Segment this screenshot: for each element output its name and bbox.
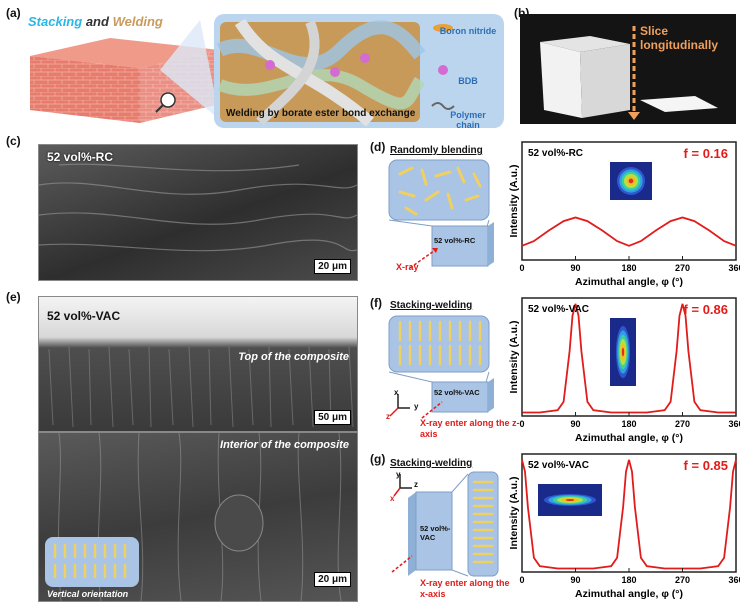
legend-polymer-chain: Polymer chain	[450, 110, 486, 130]
scalebar-e-top: 50 μm	[314, 410, 351, 425]
f-axis-y: y	[414, 402, 419, 411]
f-block-label: 52 vol%-VAC	[434, 388, 480, 397]
legend-bdb: BDB	[458, 76, 478, 86]
title-stacking: Stacking	[28, 14, 83, 29]
x-tick-label: 360	[728, 575, 740, 585]
y-axis-label: Intensity (A.u.)	[508, 477, 520, 550]
panel-f-label: (f)	[370, 296, 382, 310]
orientation-factor-label: f = 0.86	[684, 302, 728, 317]
panel-g-label: (g)	[370, 452, 386, 466]
slice-label: Slice longitudinally	[640, 24, 718, 52]
chart-d: 0 90 180 270 360Azimuthal angle, φ (°) Intens…	[508, 141, 740, 288]
x-tick-label: 360	[728, 263, 740, 273]
stacking-z-schematic	[388, 315, 494, 419]
block-front	[30, 56, 140, 123]
sem-image-vac-top: 52 vol%-VAC Top of the composite 50 μm	[38, 296, 358, 432]
plot-frame	[521, 141, 737, 261]
panel-e-label: (e)	[6, 290, 21, 304]
title-and: and	[85, 14, 109, 29]
x-tick-label: 90	[570, 419, 580, 429]
x-tick-label: 270	[675, 419, 690, 429]
f-axis-x: x	[394, 388, 399, 397]
f-axis-z: z	[386, 412, 390, 421]
x-tick-label: 270	[675, 575, 690, 585]
orientation-factor-label: f = 0.85	[684, 458, 728, 473]
g-axis-z: z	[414, 480, 418, 489]
scalebar-c: 20 μm	[314, 259, 351, 274]
photo-sliced-block	[520, 14, 736, 124]
y-axis-label: Intensity (A.u.)	[508, 321, 520, 394]
boron-nitride-icon	[433, 24, 453, 32]
saxs-inset-d	[610, 162, 652, 200]
panel-f-caption: Stacking-welding	[390, 300, 473, 311]
x-tick-label: 180	[621, 419, 636, 429]
stacking-x-schematic	[391, 471, 499, 577]
intensity-curve	[521, 216, 737, 247]
d-xray-label: X-ray	[396, 262, 419, 272]
interior-of-composite-label: Interior of the composite	[220, 439, 349, 451]
bdb-icon	[438, 65, 448, 75]
g-xray-label: X-ray enter along the x-axis	[420, 578, 510, 599]
chart-f: 0 90 180 270 360Azimuthal angle, φ (°) Intens…	[508, 297, 740, 444]
g-axis-x: x	[390, 494, 395, 503]
scalebar-e-bottom: 20 μm	[314, 572, 351, 587]
sem-image-rc: 52 vol%-RC 20 μm	[38, 144, 358, 281]
top-of-composite-label: Top of the composite	[238, 351, 349, 363]
x-tick-label: 360	[728, 419, 740, 429]
legend-boron-nitride: Boron nitride	[439, 26, 497, 36]
polymer-chain-icon	[431, 102, 455, 110]
panel-a-title: Stacking and Welding	[28, 14, 163, 29]
chart-sample-label: 52 vol%-VAC	[528, 304, 589, 315]
x-tick-label: 0	[519, 419, 524, 429]
chart-sample-label: 52 vol%-RC	[528, 148, 583, 159]
x-axis-label: Azimuthal angle, φ (°)	[575, 276, 683, 288]
x-tick-label: 180	[621, 263, 636, 273]
x-axis-label: Azimuthal angle, φ (°)	[575, 432, 683, 444]
x-axis-label: Azimuthal angle, φ (°)	[575, 588, 683, 600]
sem-image-vac-interior: Interior of the composite Vertical orien…	[38, 432, 358, 602]
sem-vac-sample-label: 52 vol%-VAC	[47, 309, 121, 323]
vertical-orientation-schematic	[45, 537, 139, 587]
saxs-inset-f	[610, 318, 636, 386]
orientation-factor-label: f = 0.16	[684, 146, 728, 161]
f-xray-label: X-ray enter along the z-axis	[420, 418, 520, 439]
panel-d-caption: Randomly blending	[390, 145, 483, 156]
x-tick-label: 270	[675, 263, 690, 273]
panel-d-label: (d)	[370, 140, 386, 154]
panel-g-caption: Stacking-welding	[390, 458, 473, 469]
saxs-inset-g	[538, 484, 602, 516]
vertical-orientation-label: Vertical orientation	[47, 589, 129, 599]
d-block-label: 52 vol%-RC	[434, 236, 476, 245]
x-tick-label: 90	[570, 263, 580, 273]
random-blend-schematic	[388, 159, 494, 269]
x-tick-label: 90	[570, 575, 580, 585]
g-block-label: 52 vol%-VAC	[420, 524, 451, 542]
g-axis-y: y	[396, 470, 401, 479]
chart-sample-label: 52 vol%-VAC	[528, 460, 589, 471]
x-tick-label: 0	[519, 575, 524, 585]
y-axis-label: Intensity (A.u.)	[508, 165, 520, 238]
x-tick-label: 0	[519, 263, 524, 273]
magnifier-icon	[160, 92, 176, 108]
zoom-welding-illustration	[160, 14, 504, 128]
panel-c-label: (c)	[6, 134, 21, 148]
panel-a-caption: Welding by borate ester bond exchange	[226, 108, 416, 119]
x-tick-label: 180	[621, 575, 636, 585]
panel-a-label: (a)	[6, 6, 21, 20]
title-welding: Welding	[112, 14, 163, 29]
chart-g: 0 90 180 270 360Azimuthal angle, φ (°) Intens…	[508, 453, 740, 600]
sem-rc-sample-label: 52 vol%-RC	[47, 150, 114, 164]
